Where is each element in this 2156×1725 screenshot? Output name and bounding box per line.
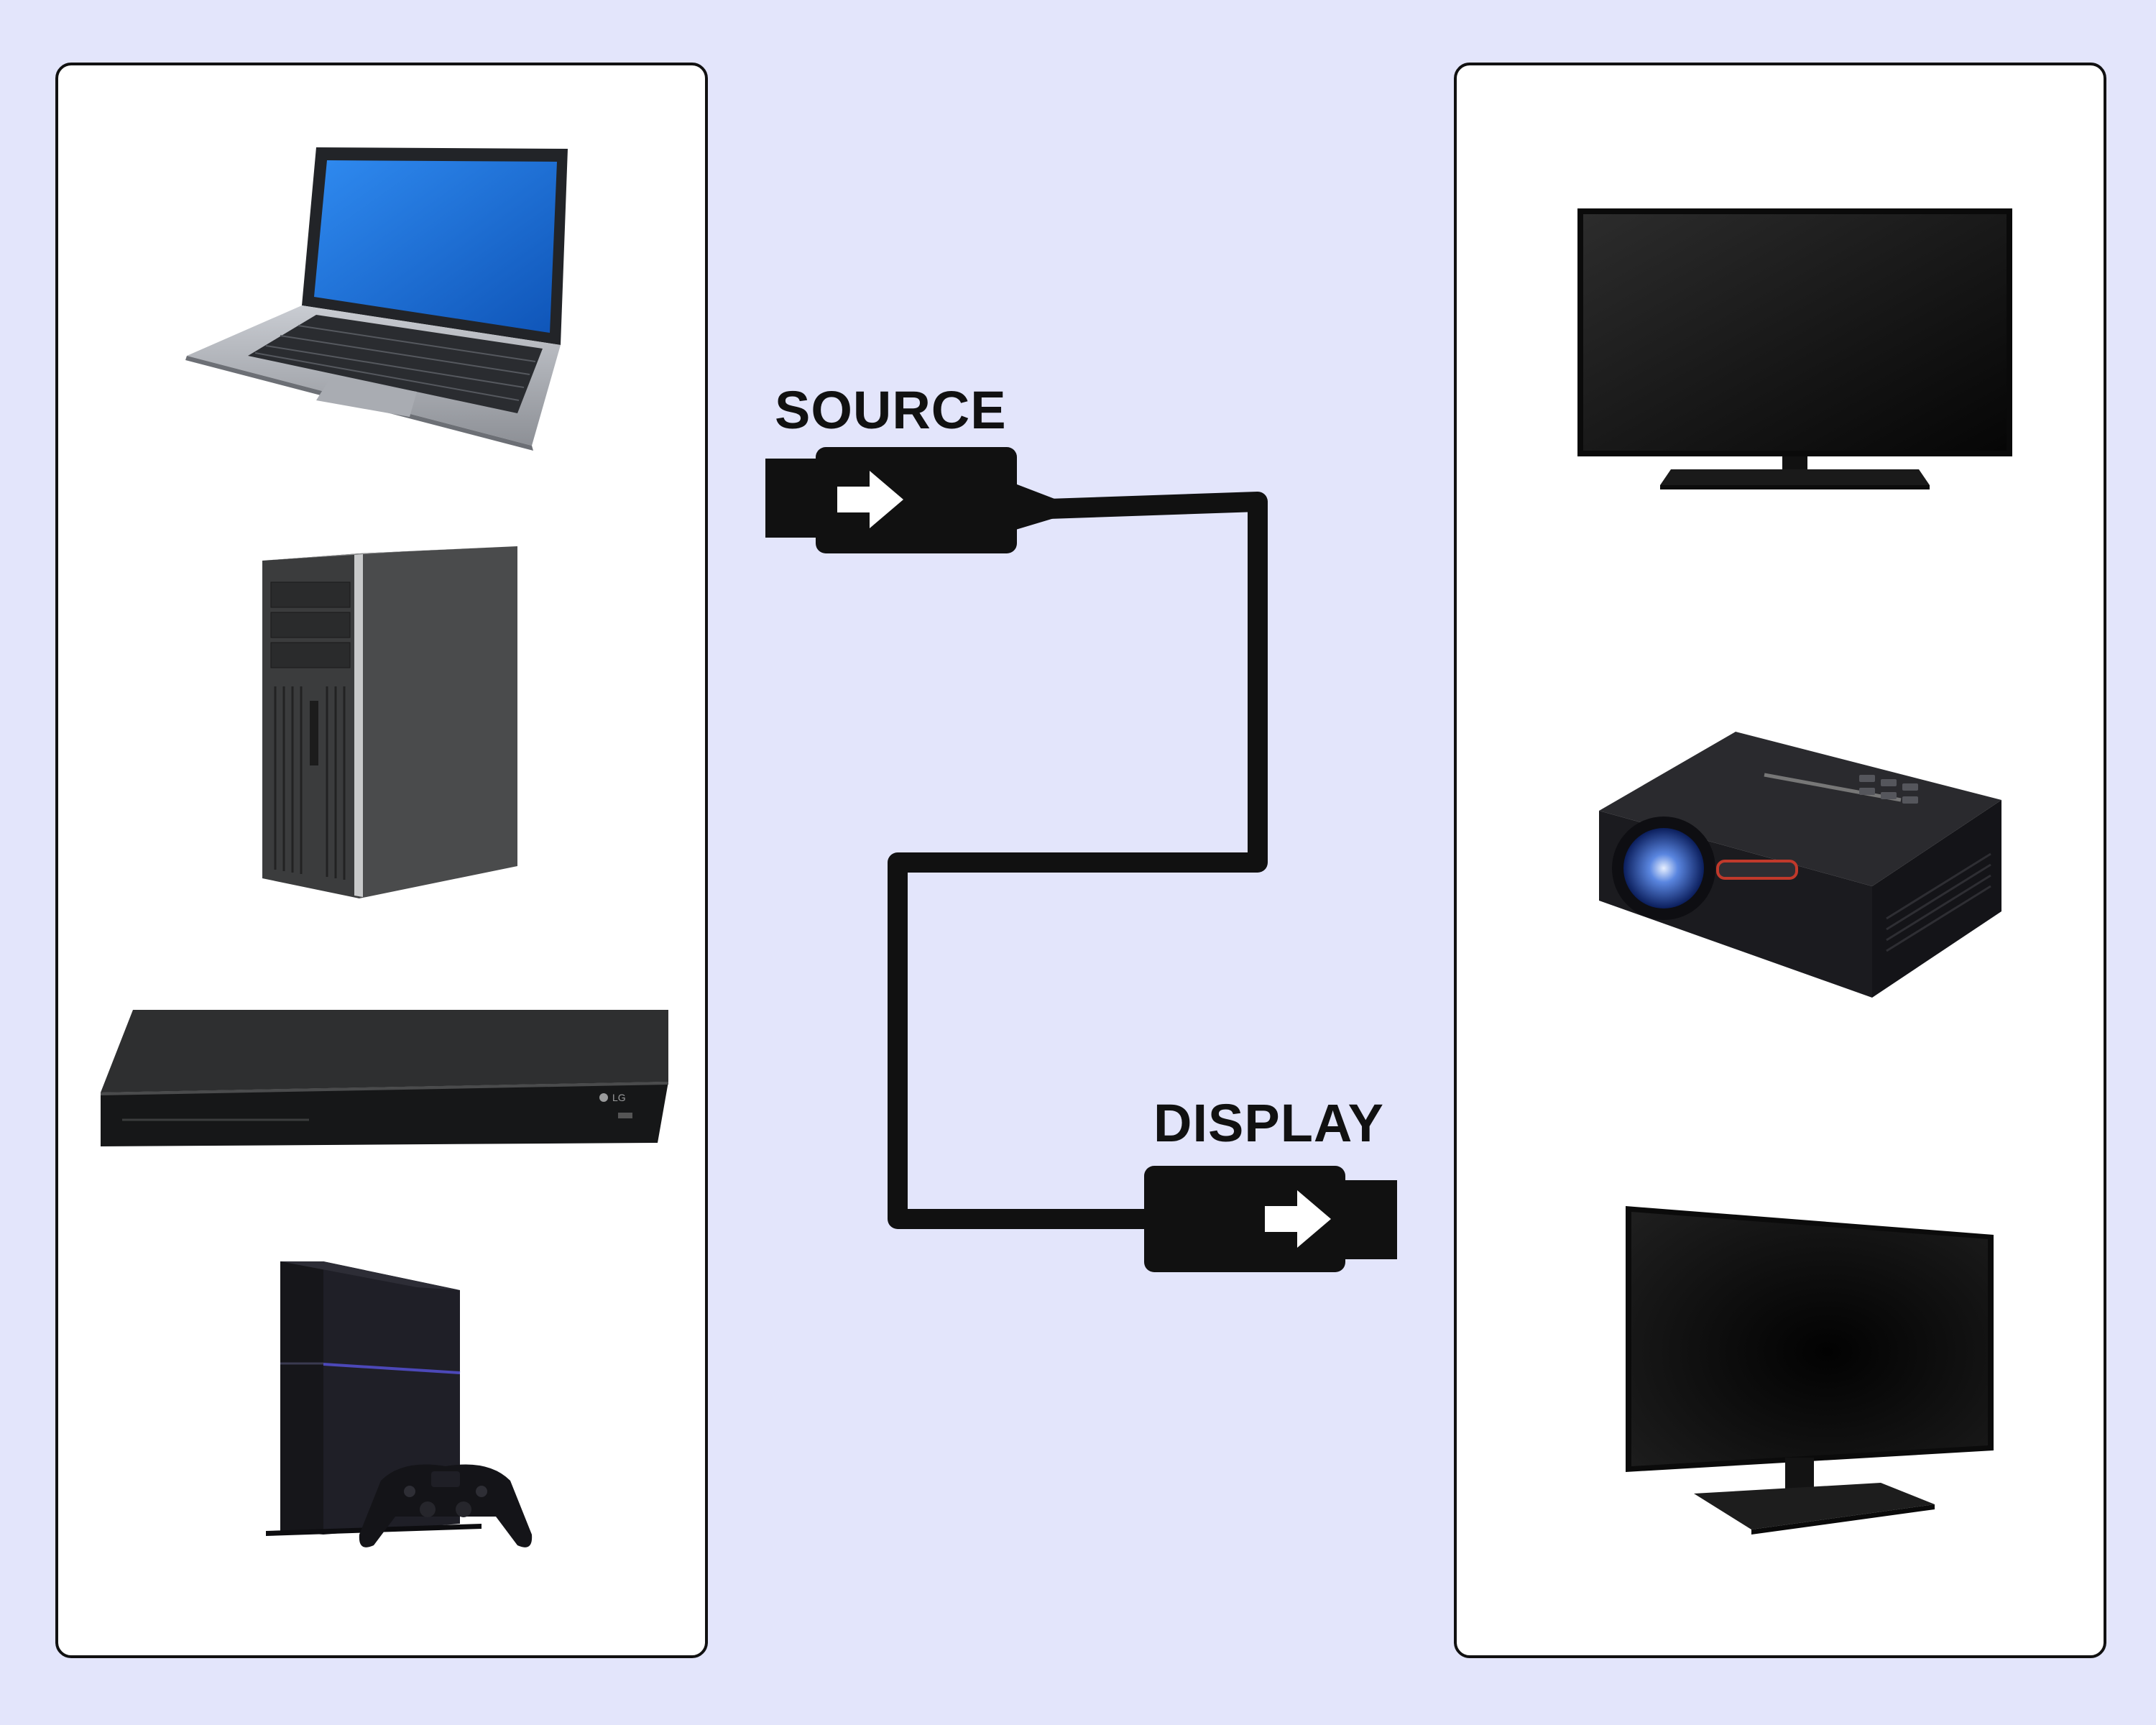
monitor-icon: [1626, 1206, 1994, 1535]
arrow-right-icon: [1265, 1190, 1331, 1248]
arrow-right-icon: [837, 471, 903, 528]
laptop-icon: [185, 147, 568, 451]
brand-logo: LG: [612, 1092, 626, 1103]
cable-line: [888, 492, 1268, 1229]
blu-ray-player-icon: LG: [101, 1010, 668, 1146]
game-console-icon: [266, 1261, 533, 1547]
tv-icon: [1577, 208, 2012, 489]
projector-icon: [1599, 732, 2001, 998]
display-label: DISPLAY: [1153, 1093, 1384, 1153]
controller-icon: [359, 1464, 533, 1547]
display-connector: [1144, 1166, 1397, 1272]
desktop-tower-icon: [262, 546, 517, 898]
source-label: SOURCE: [775, 380, 1007, 440]
source-connector: [765, 447, 1056, 553]
